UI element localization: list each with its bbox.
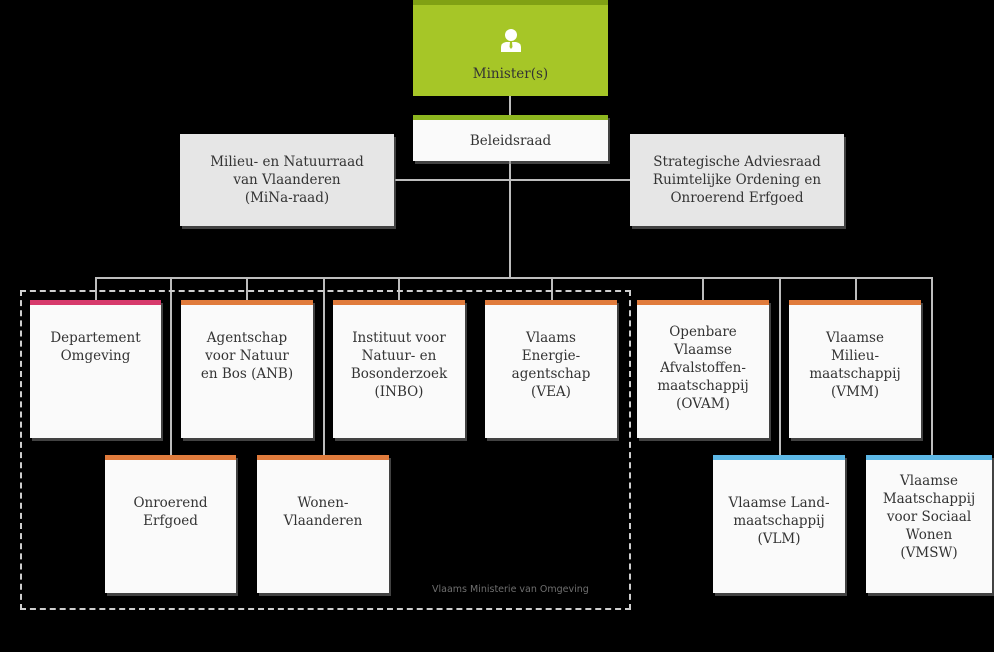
vmm-box: Vlaamse Milieu- maatschappij (VMM) bbox=[789, 300, 921, 438]
minister-box: Minister(s) bbox=[413, 0, 608, 96]
connector-inbo bbox=[398, 277, 400, 301]
vlm-box: Vlaamse Land- maatschappij (VLM) bbox=[713, 455, 845, 593]
beleidsraad-label: Beleidsraad bbox=[469, 132, 552, 149]
vmsw-label: Vlaamse Maatschappij voor Sociaal Wonen … bbox=[882, 473, 976, 561]
onroerend-erfgoed-box: Onroerend Erfgoed bbox=[105, 455, 236, 593]
connector-wonen bbox=[323, 277, 325, 455]
anb-box: Agentschap voor Natuur en Bos (ANB) bbox=[181, 300, 313, 438]
connector-departement bbox=[95, 277, 97, 301]
wonen-vlaanderen-label: Wonen- Vlaanderen bbox=[283, 495, 363, 529]
departement-omgeving-label: Departement Omgeving bbox=[50, 330, 141, 364]
vlm-label: Vlaamse Land- maatschappij (VLM) bbox=[728, 495, 830, 547]
vea-label: Vlaams Energie- agentschap (VEA) bbox=[511, 330, 591, 400]
vmm-label: Vlaamse Milieu- maatschappij (VMM) bbox=[809, 330, 901, 400]
connector-vmsw bbox=[931, 277, 933, 455]
connector-vlm bbox=[779, 277, 781, 455]
connector-trunk bbox=[509, 160, 511, 278]
connector-level-bus bbox=[95, 277, 933, 279]
inbo-label: Instituut voor Natuur- en Bosonderzoek (… bbox=[350, 330, 448, 400]
vea-box: Vlaams Energie- agentschap (VEA) bbox=[485, 300, 617, 438]
ovam-label: Openbare Vlaamse Afvalstoffen- maatschap… bbox=[657, 324, 749, 412]
connector-minister-beleidsraad bbox=[509, 95, 511, 117]
connector-advisory-horizontal bbox=[395, 179, 630, 181]
ovam-box: Openbare Vlaamse Afvalstoffen- maatschap… bbox=[637, 300, 769, 438]
inbo-box: Instituut voor Natuur- en Bosonderzoek (… bbox=[333, 300, 465, 438]
connector-vea bbox=[551, 277, 553, 301]
sarO-box: Strategische Adviesraad Ruimtelijke Orde… bbox=[630, 134, 844, 226]
connector-onroerend bbox=[170, 277, 172, 455]
mina-raad-box: Milieu- en Natuurraad van Vlaanderen (Mi… bbox=[180, 134, 394, 226]
person-icon bbox=[500, 28, 522, 57]
ministry-group-label: Vlaams Ministerie van Omgeving bbox=[432, 584, 589, 595]
connector-vmm bbox=[855, 277, 857, 301]
ministry-group-outline bbox=[20, 290, 631, 610]
minister-label: Minister(s) bbox=[472, 66, 549, 82]
connector-ovam bbox=[702, 277, 704, 301]
beleidsraad-box: Beleidsraad bbox=[413, 115, 608, 161]
wonen-vlaanderen-box: Wonen- Vlaanderen bbox=[257, 455, 389, 593]
onroerend-erfgoed-label: Onroerend Erfgoed bbox=[133, 495, 208, 529]
connector-anb bbox=[246, 277, 248, 301]
sarO-label: Strategische Adviesraad Ruimtelijke Orde… bbox=[652, 154, 822, 206]
anb-label: Agentschap voor Natuur en Bos (ANB) bbox=[200, 330, 294, 382]
mina-raad-label: Milieu- en Natuurraad van Vlaanderen (Mi… bbox=[210, 154, 364, 206]
vmsw-box: Vlaamse Maatschappij voor Sociaal Wonen … bbox=[866, 455, 992, 593]
departement-omgeving-box: Departement Omgeving bbox=[30, 300, 161, 438]
